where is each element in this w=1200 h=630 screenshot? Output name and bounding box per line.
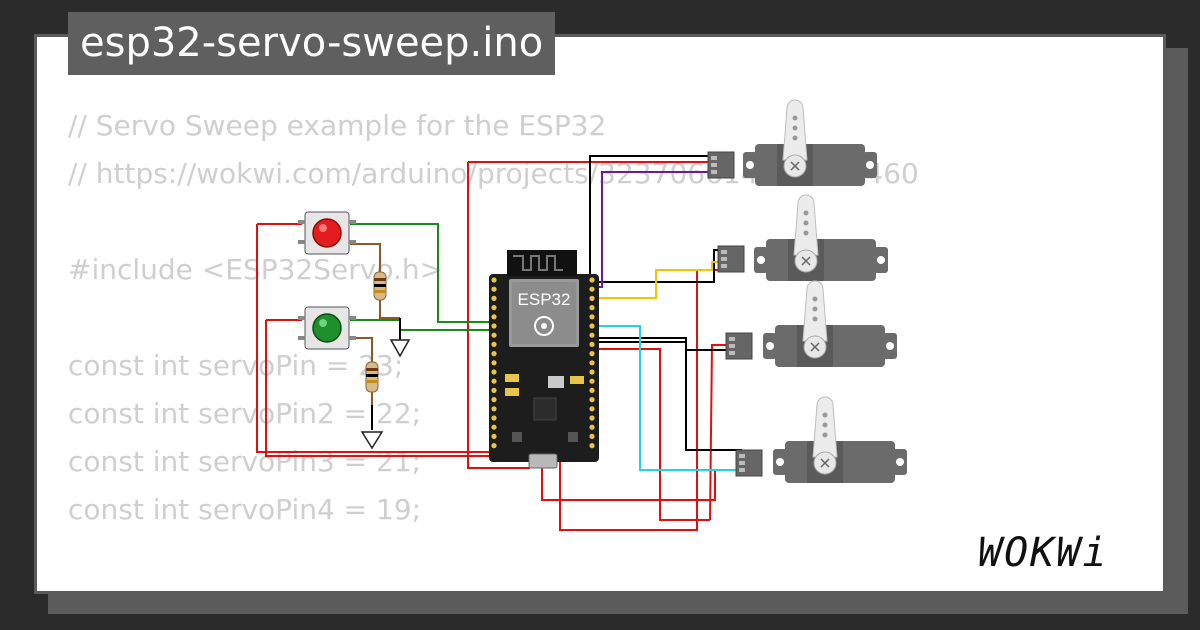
esp32-pin[interactable] [491, 406, 497, 412]
esp32-pin[interactable] [589, 387, 595, 393]
esp32-pin[interactable] [491, 286, 497, 292]
wire-power [709, 344, 732, 521]
wire-power [256, 224, 560, 453]
esp32-pin[interactable] [589, 332, 595, 338]
pushbutton-red[interactable] [298, 211, 356, 255]
esp32-pin-header [491, 277, 595, 449]
wire-power [467, 162, 530, 469]
wire-resistor [350, 337, 373, 426]
esp32-board[interactable]: ESP32 [489, 250, 599, 469]
esp32-pin[interactable] [589, 351, 595, 357]
code-listing: // Servo Sweep example for the ESP32 // … [68, 102, 919, 534]
resistor [365, 361, 379, 393]
esp32-pin[interactable] [589, 433, 595, 439]
wires [256, 155, 742, 531]
pushbutton-green[interactable] [298, 306, 356, 350]
esp32-pin[interactable] [491, 277, 497, 283]
esp32-pin[interactable] [491, 369, 497, 375]
esp32-pin[interactable] [589, 305, 595, 311]
esp32-pin[interactable] [589, 295, 595, 301]
servo-motor[interactable] [763, 280, 897, 367]
esp32-pin[interactable] [589, 360, 595, 366]
esp32-pin[interactable] [589, 369, 595, 375]
esp32-pin[interactable] [589, 443, 595, 449]
servo-motor[interactable] [754, 194, 888, 281]
esp32-pin[interactable] [491, 295, 497, 301]
servo-motor[interactable] [773, 396, 907, 483]
esp32-pin[interactable] [589, 341, 595, 347]
esp32-pin[interactable] [491, 397, 497, 403]
esp32-pin[interactable] [491, 332, 497, 338]
esp32-pin[interactable] [589, 314, 595, 320]
esp32-pin[interactable] [491, 443, 497, 449]
esp32-label: ESP32 [518, 290, 571, 309]
esp32-pin[interactable] [491, 387, 497, 393]
wire-power [265, 320, 545, 457]
esp32-pin[interactable] [589, 378, 595, 384]
servo-connector [725, 332, 753, 360]
file-title: esp32-servo-sweep.ino [68, 12, 556, 75]
wire-servo2-signal [596, 261, 726, 299]
esp32-pin[interactable] [589, 286, 595, 292]
wokwi-logo: WOKWi [978, 530, 1109, 576]
esp32-pin[interactable] [589, 277, 595, 283]
esp32-pin[interactable] [491, 424, 497, 430]
ground-symbol [360, 431, 384, 450]
servo-connector [707, 151, 735, 179]
wire-ground [589, 155, 720, 278]
esp32-pin[interactable] [491, 314, 497, 320]
esp32-pin[interactable] [491, 351, 497, 357]
esp32-pin[interactable] [589, 397, 595, 403]
esp32-pin[interactable] [589, 424, 595, 430]
esp32-pin[interactable] [491, 415, 497, 421]
code-line: // Servo Sweep example for the ESP32 [68, 109, 607, 142]
wire-servo4-signal [596, 325, 742, 471]
wire-power [590, 348, 710, 521]
wire-ground [596, 341, 742, 451]
esp32-pin[interactable] [491, 323, 497, 329]
ground-symbol [389, 339, 411, 358]
esp32-pin[interactable] [491, 433, 497, 439]
servo-connector [735, 449, 763, 477]
servo-motor[interactable] [743, 99, 877, 186]
code-line: const int servoPin4 = 19; [68, 493, 422, 526]
esp32-pin[interactable] [491, 341, 497, 347]
esp32-pin[interactable] [589, 323, 595, 329]
wire-power [541, 456, 742, 501]
esp32-pin[interactable] [589, 415, 595, 421]
wire-button-signal [350, 223, 498, 323]
esp32-pin[interactable] [491, 305, 497, 311]
wire-ground [596, 249, 726, 283]
code-line: #include <ESP32Servo.h> [68, 253, 444, 286]
esp32-pin[interactable] [589, 406, 595, 412]
resistor [373, 271, 387, 301]
esp32-pin[interactable] [491, 378, 497, 384]
esp32-pin[interactable] [491, 360, 497, 366]
servo-connector [717, 245, 745, 273]
